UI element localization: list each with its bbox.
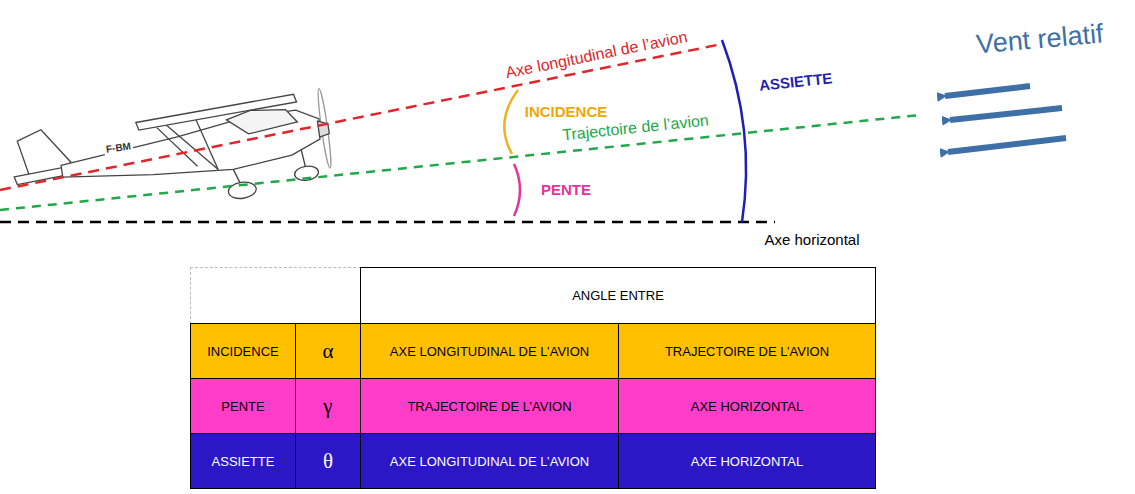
table-cell: AXE HORIZONTAL [618,378,876,434]
angle-symbol: θ [323,449,333,474]
table-text: TRAJECTOIRE DE L’AVION [665,344,829,359]
table-cell: θ [295,433,361,489]
angle-label: Vent relatif [975,19,1105,61]
angle-symbol: γ [323,394,332,419]
incidence-arc [504,90,518,154]
table-text: TRAJECTOIRE DE L’AVION [407,399,571,414]
longitudinal-axis [0,44,722,190]
table-cell: α [295,323,361,379]
table-text: AXE LONGITUDINAL DE L’AVION [390,344,589,359]
table-text: AXE HORIZONTAL [691,454,803,469]
table-cell: γ [295,378,361,434]
angle-label: PENTE [541,181,591,198]
table-cell: INCIDENCE [190,323,296,379]
angle-label: Axe horizontal [764,231,859,248]
wheel [227,180,257,200]
strut [157,123,198,171]
table-text: AXE HORIZONTAL [691,399,803,414]
table-cell: AXE HORIZONTAL [618,433,876,489]
table-text: AXE LONGITUDINAL DE L’AVION [390,454,589,469]
assiette-arc [722,40,746,222]
table-cell: TRAJECTOIRE DE L’AVION [360,378,619,434]
strut [196,118,218,172]
trajectory-line [0,115,920,210]
angle-label: ASSIETTE [759,70,834,95]
wind-arrow [950,108,1062,120]
empty-header-cell [190,267,361,324]
table-cell: TRAJECTOIRE DE L’AVION [618,323,876,379]
table-text: ASSIETTE [212,454,275,469]
pente-arc [514,164,520,216]
strut [167,119,219,176]
angle-label: INCIDENCE [525,103,608,120]
table-cell: AXE LONGITUDINAL DE L’AVION [360,323,619,379]
wind-arrow [948,138,1066,152]
table-text: ANGLE ENTRE [572,288,664,303]
spinner [317,120,329,137]
horizontal-axis [0,221,775,224]
table-cell: ANGLE ENTRE [360,267,876,324]
aircraft [8,88,337,229]
table-text: PENTE [221,399,264,414]
wind-arrow [945,86,1030,96]
table-cell: PENTE [190,378,296,434]
table-cell: ASSIETTE [190,433,296,489]
table-cell: AXE LONGITUDINAL DE L’AVION [360,433,619,489]
angle-symbol: α [322,339,333,364]
table-text: INCIDENCE [207,344,279,359]
propeller [316,88,333,168]
